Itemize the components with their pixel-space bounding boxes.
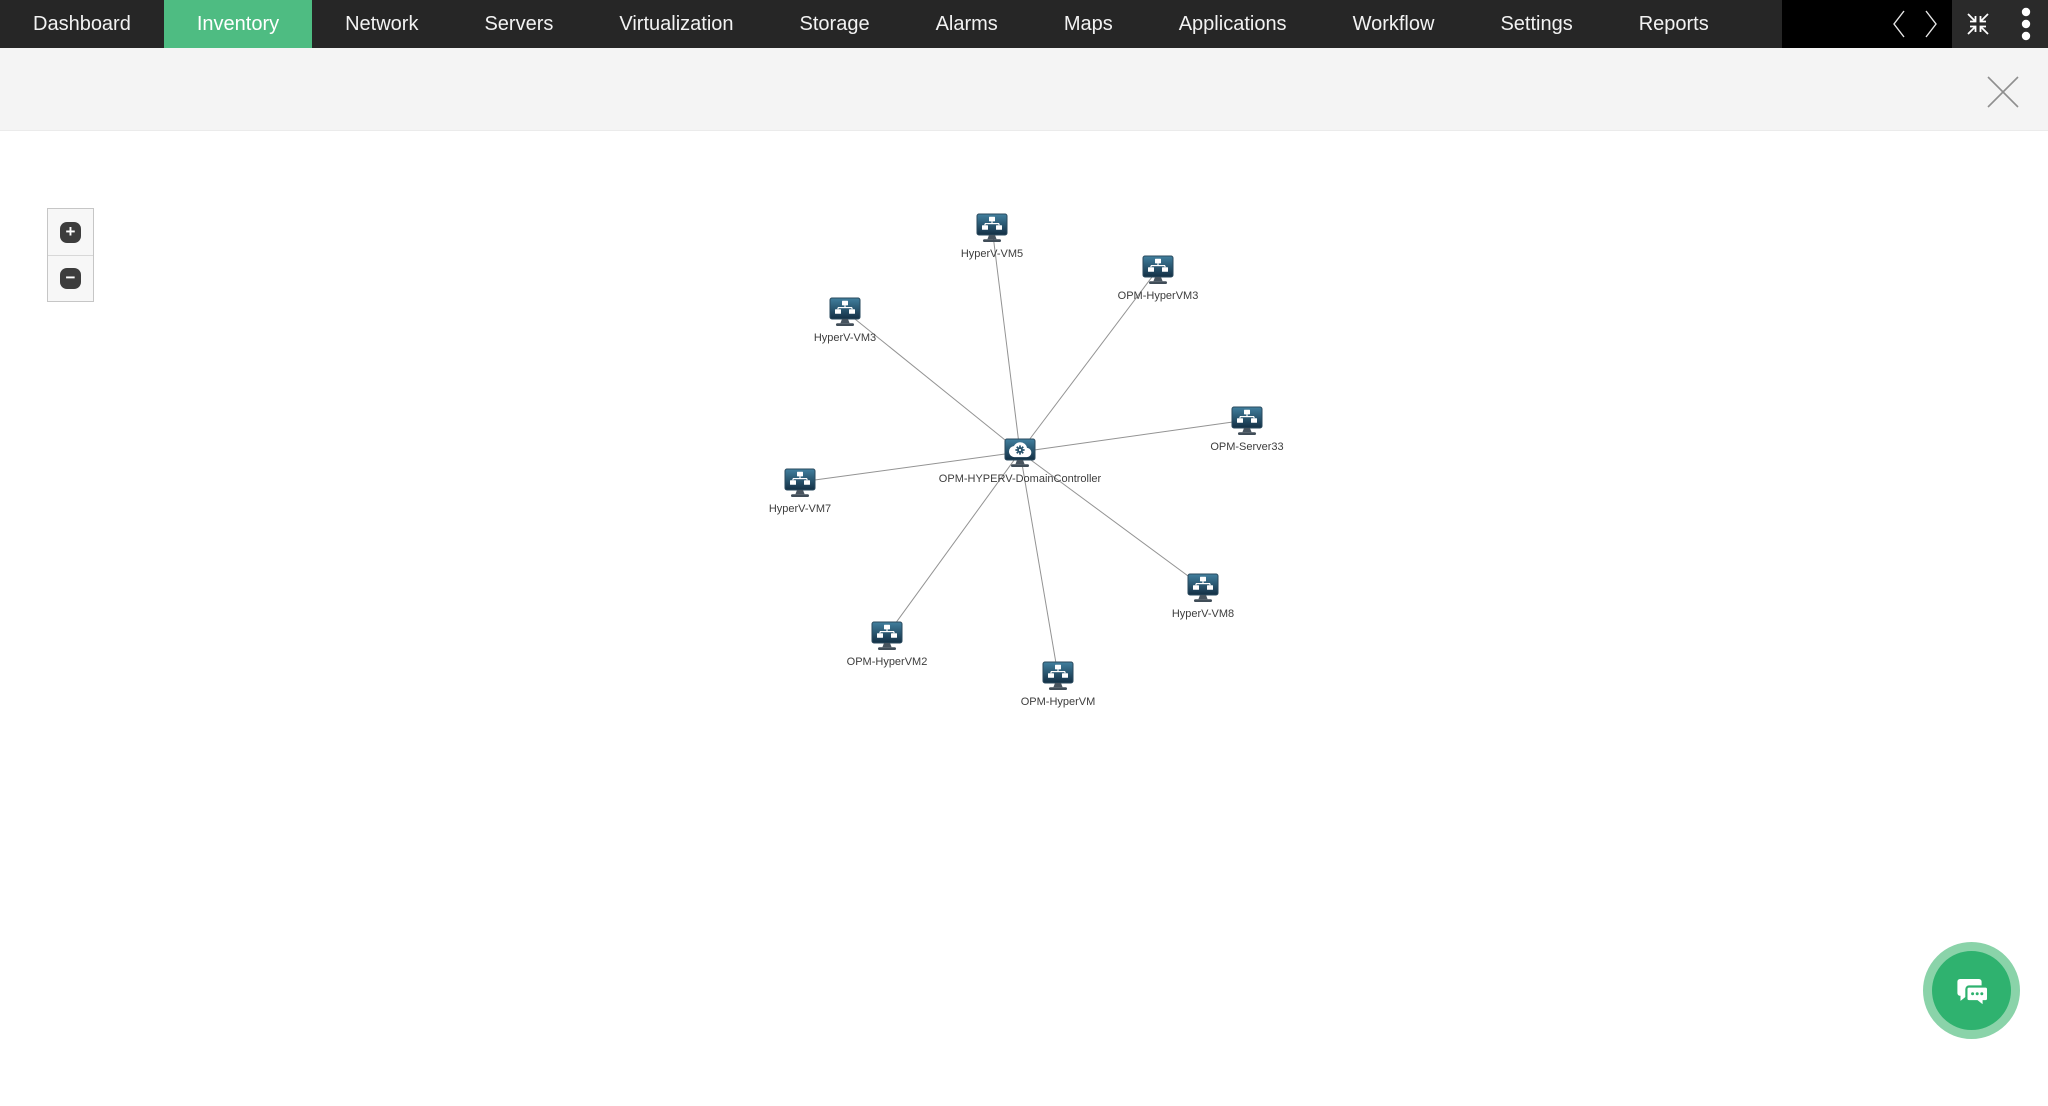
nav-tab-reports[interactable]: Reports	[1638, 12, 1709, 35]
nav-tab-dashboard[interactable]: Dashboard	[33, 12, 131, 35]
chevron-left-icon	[1893, 10, 1905, 38]
nav-next-button[interactable]	[1923, 9, 1938, 39]
topology-edge	[886, 451, 1021, 636]
topology-edge	[844, 310, 1021, 453]
nav-tab-settings[interactable]: Settings	[1500, 12, 1573, 35]
topology-map: OPM-HYPERV-DomainController HyperV-VM5 O…	[769, 213, 1284, 708]
topology-node-label: HyperV-VM5	[961, 248, 1023, 260]
nav-tabs: Dashboard Inventory Network Servers Virtuali…	[0, 0, 1782, 48]
topology-node-label: HyperV-VM8	[1172, 608, 1234, 620]
nav-tab-servers[interactable]: Servers	[484, 12, 554, 35]
topology-node-label: OPM-HyperVM	[1021, 696, 1096, 708]
topology-node-label: OPM-Server33	[1210, 441, 1283, 453]
topology-node-opm-server33[interactable]: OPM-Server33	[1210, 406, 1284, 453]
topology-node-label: OPM-HyperVM3	[1118, 290, 1199, 302]
topology-node-hyperv-vm5[interactable]: HyperV-VM5	[961, 213, 1023, 260]
nav-tab-maps[interactable]: Maps	[1063, 12, 1113, 35]
kebab-menu-icon	[2021, 7, 2031, 41]
chat-bubbles-icon	[1956, 978, 1989, 1009]
topology-edge	[799, 451, 1021, 483]
close-icon	[1987, 76, 2019, 108]
zoom-in-button[interactable]: +	[48, 209, 93, 255]
more-menu-button[interactable]	[2004, 0, 2048, 48]
nav-prev-button[interactable]	[1892, 9, 1907, 39]
page-subheader	[0, 48, 2048, 131]
topology-node-label: OPM-HyperVM2	[847, 656, 928, 668]
topology-edge	[1019, 451, 1059, 676]
topology-node-label: OPM-HYPERV-DomainController	[939, 473, 1102, 485]
topology-node-label: HyperV-VM3	[814, 332, 876, 344]
topology-node-label: HyperV-VM7	[769, 503, 831, 515]
nav-tab-network[interactable]: Network	[345, 12, 419, 35]
nav-tab-applications[interactable]: Applications	[1178, 12, 1287, 35]
nav-tab-alarms[interactable]: Alarms	[935, 12, 998, 35]
minus-icon: −	[60, 268, 81, 289]
topology-node-opm-hypervm3[interactable]: OPM-HyperVM3	[1118, 255, 1199, 302]
nav-tab-storage[interactable]: Storage	[799, 12, 870, 35]
topology-node-opm-hypervm[interactable]: OPM-HyperVM	[1021, 661, 1096, 708]
nav-tab-inventory[interactable]: Inventory	[163, 0, 313, 48]
collapse-icon	[1967, 13, 1989, 35]
chevron-right-icon	[1925, 10, 1937, 38]
topology-node-opm-hypervm2[interactable]: OPM-HyperVM2	[847, 621, 928, 668]
nav-right-controls	[1782, 0, 2048, 48]
topology-node-hyperv-vm3[interactable]: HyperV-VM3	[814, 297, 876, 344]
topology-node-hyperv-vm8[interactable]: HyperV-VM8	[1172, 573, 1234, 620]
topology-edge	[1019, 419, 1248, 453]
nav-pager	[1782, 0, 1952, 48]
topology-edge	[991, 226, 1021, 453]
map-zoom-controls: + −	[47, 208, 94, 302]
topology-node-opm-hyperv-domaincontroller[interactable]: OPM-HYPERV-DomainController	[939, 438, 1102, 485]
topology-map-area: + − OPM-HYPERV-DomainController HyperV-V…	[0, 131, 2048, 1105]
chat-button[interactable]	[1923, 942, 2020, 1039]
close-button[interactable]	[1985, 74, 2021, 110]
collapse-button[interactable]	[1952, 0, 2004, 48]
zoom-out-button[interactable]: −	[48, 255, 93, 301]
nav-tab-virtualization[interactable]: Virtualization	[619, 12, 734, 35]
plus-icon: +	[60, 221, 81, 243]
top-navigation-bar: Dashboard Inventory Network Servers Virtuali…	[0, 0, 2048, 48]
topology-edge	[1019, 268, 1159, 453]
topology-edge	[1019, 451, 1204, 588]
topology-node-hyperv-vm7[interactable]: HyperV-VM7	[769, 468, 831, 515]
nav-tab-workflow[interactable]: Workflow	[1352, 12, 1435, 35]
